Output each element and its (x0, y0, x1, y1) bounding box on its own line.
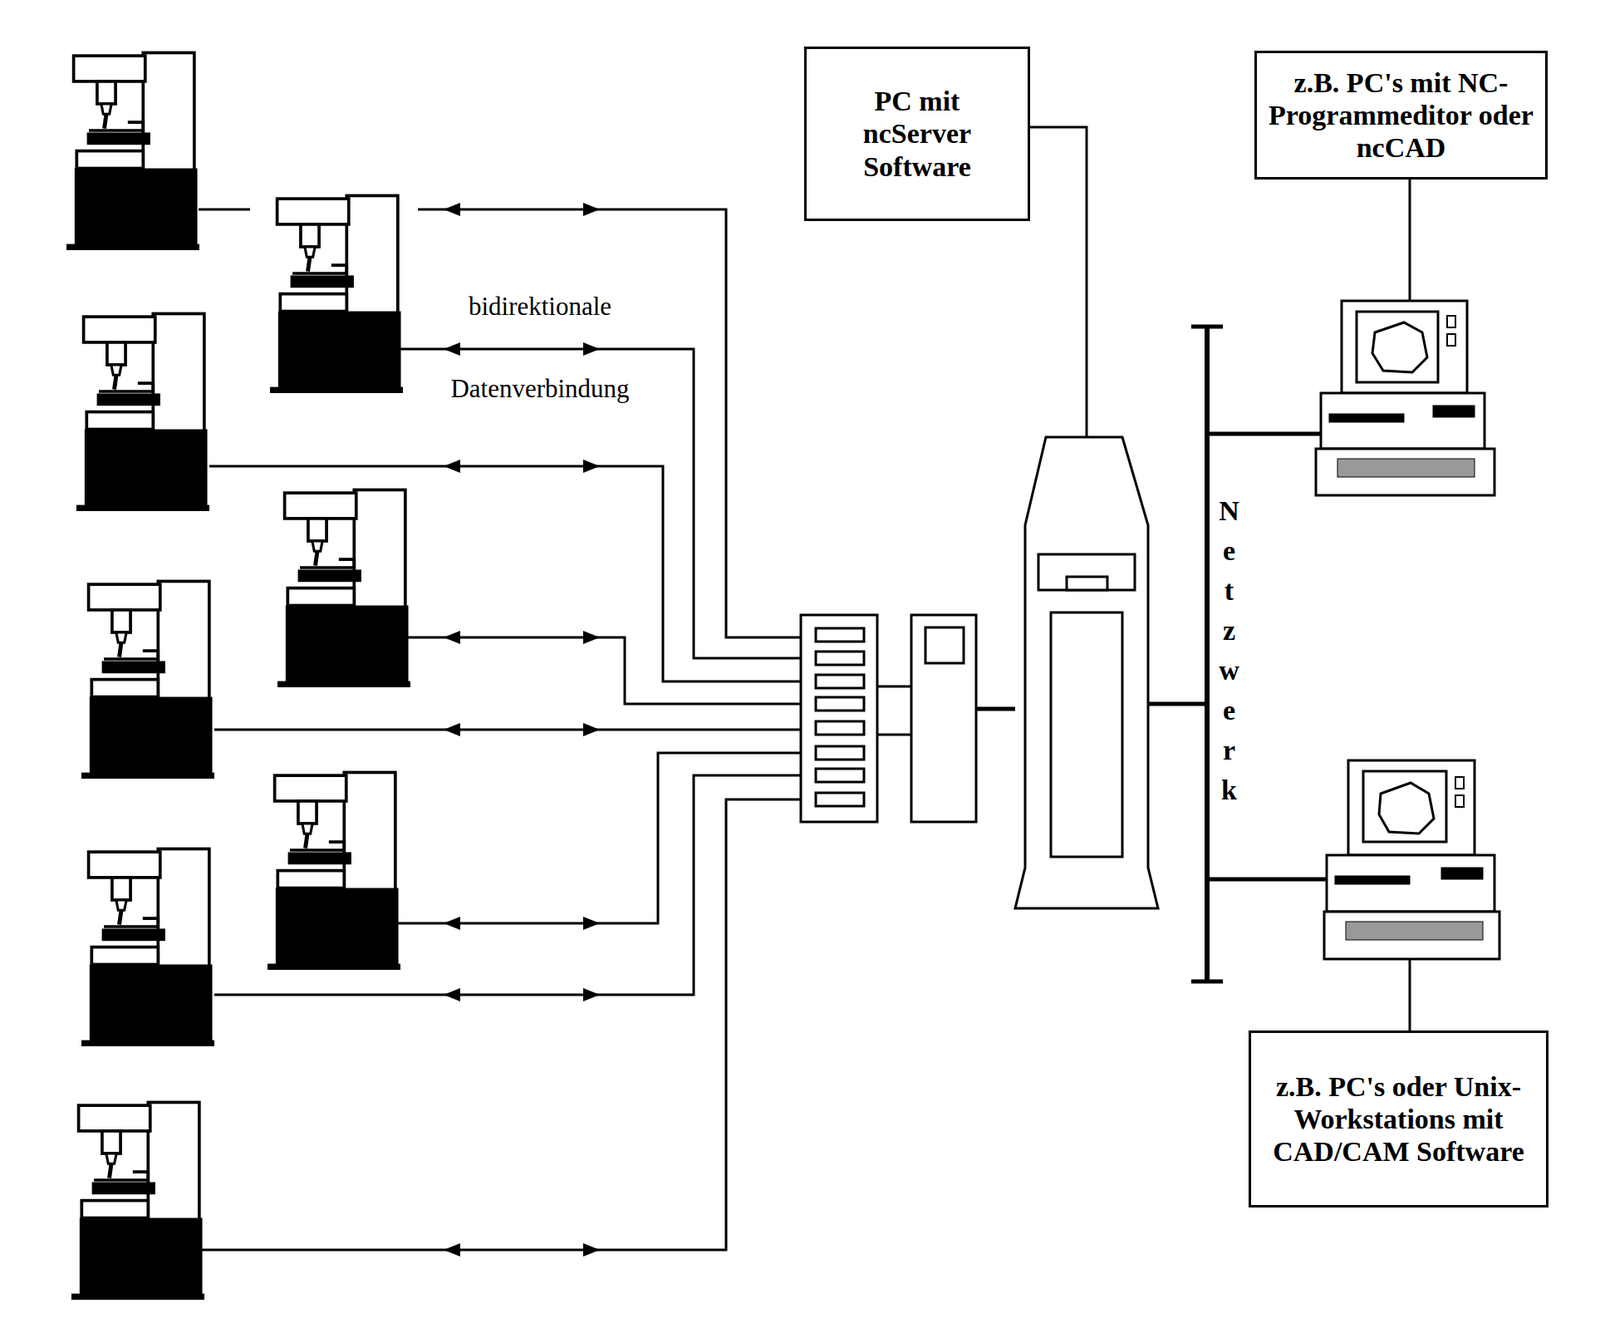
server-tower (1015, 436, 1159, 908)
box-text: z.B. PC's mit NC-Programmeditor oder ncC… (1257, 66, 1545, 164)
text-box: PC mit ncServer Software (804, 46, 1031, 221)
arrowheads (443, 202, 600, 1257)
milling-machines (66, 52, 411, 1300)
box-text: PC mit ncServer Software (838, 84, 997, 182)
connection-label: bidirektionale Datenverbindung (415, 265, 665, 430)
workstation (1315, 300, 1500, 959)
text-box: z.B. PC's oder Unix-Workstations mit CAD… (1248, 1030, 1549, 1208)
serial-hub (800, 614, 977, 822)
network-label: Netzwerk (1214, 495, 1257, 815)
text-box: z.B. PC's mit NC-Programmeditor oder ncC… (1254, 50, 1548, 180)
data-lines (198, 209, 801, 1250)
box-text: z.B. PC's oder Unix-Workstations mit CAD… (1255, 1069, 1542, 1168)
